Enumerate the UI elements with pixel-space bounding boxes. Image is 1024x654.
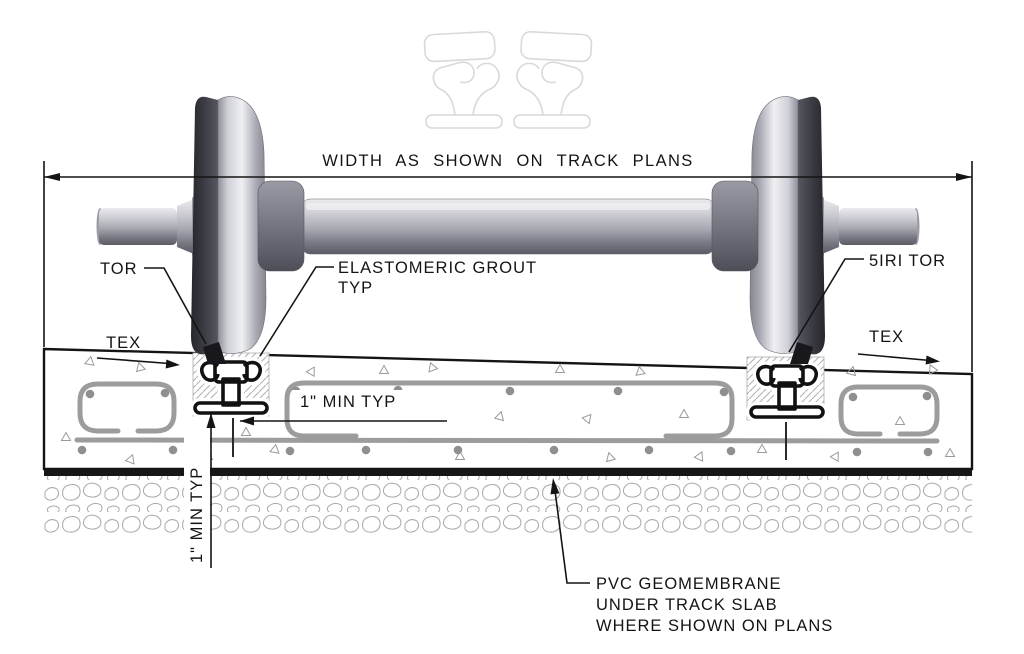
dim-arrow-left	[44, 173, 60, 181]
right-wheel-assembly	[711, 95, 920, 365]
stirrup-center	[284, 380, 735, 439]
callout-pvc-geomembrane: PVC GEOMEMBRANE UNDER TRACK SLAB WHERE S…	[550, 478, 833, 635]
svg-text:UNDER TRACK SLAB: UNDER TRACK SLAB	[596, 596, 778, 614]
callout-tex-left: TEX	[96, 334, 180, 369]
bottom-longitudinal-bar	[74, 437, 940, 444]
dimension-width: WIDTH AS SHOWN ON TRACK PLANS	[43, 152, 973, 372]
callout-min-typ-horizontal: 1" MIN TYP	[240, 390, 447, 426]
stirrup-right	[838, 384, 940, 437]
svg-text:ELASTOMERIC GROUT: ELASTOMERIC GROUT	[338, 259, 537, 277]
svg-text:TYP: TYP	[338, 279, 373, 297]
callout-siri-tor: 5IRI TOR	[788, 252, 946, 353]
pvc-geomembrane	[44, 469, 972, 476]
ghost-rail-profiles	[423, 30, 593, 129]
callout-tex-right: TEX	[857, 328, 940, 365]
pvc-arrow	[550, 478, 560, 495]
subbase-gravel	[44, 476, 972, 533]
grout-leader	[259, 266, 334, 357]
rebar-sections	[77, 385, 933, 457]
dim-arrow-right	[956, 173, 972, 181]
label-knockout	[292, 390, 444, 411]
svg-text:TEX: TEX	[106, 334, 141, 352]
ghost-rail-left	[423, 30, 503, 129]
siri-tor-leader	[788, 258, 864, 353]
svg-text:TOR: TOR	[100, 260, 138, 278]
svg-text:1" MIN TYP: 1" MIN TYP	[300, 393, 396, 411]
stirrup-left	[77, 381, 177, 434]
callouts: TOR TEX ELASTOMERIC GROUT TYP 5IRI TOR T…	[96, 252, 946, 635]
wheelset	[96, 95, 920, 365]
min-v-arrow	[206, 413, 216, 428]
tex-left-arrow	[165, 359, 180, 369]
left-wheel-assembly	[96, 95, 305, 365]
pvc-leader	[553, 482, 590, 584]
svg-text:TEX: TEX	[869, 328, 904, 346]
callout-elastomeric-grout: ELASTOMERIC GROUT TYP	[259, 259, 537, 357]
tex-right-arrow	[925, 355, 940, 365]
svg-text:5IRI TOR: 5IRI TOR	[869, 252, 946, 270]
tex-right-line	[857, 353, 937, 362]
ghost-rail-right	[513, 30, 593, 129]
min-h-arrow	[240, 416, 254, 426]
tor-leader	[144, 267, 207, 345]
tex-left-line	[96, 357, 177, 365]
svg-text:1" MIN TYP: 1" MIN TYP	[188, 467, 206, 563]
axle-highlight	[306, 203, 710, 210]
callout-tor-left: TOR	[100, 260, 207, 345]
callout-min-typ-vertical: 1" MIN TYP	[184, 413, 216, 568]
track-slab	[42, 347, 974, 471]
label-knockout-v	[184, 430, 210, 568]
slab-outline	[42, 347, 974, 471]
svg-text:PVC GEOMEMBRANE: PVC GEOMEMBRANE	[596, 575, 782, 593]
svg-text:WHERE SHOWN ON PLANS: WHERE SHOWN ON PLANS	[596, 617, 833, 635]
rebar	[74, 380, 940, 457]
dimension-title: WIDTH AS SHOWN ON TRACK PLANS	[322, 152, 693, 170]
